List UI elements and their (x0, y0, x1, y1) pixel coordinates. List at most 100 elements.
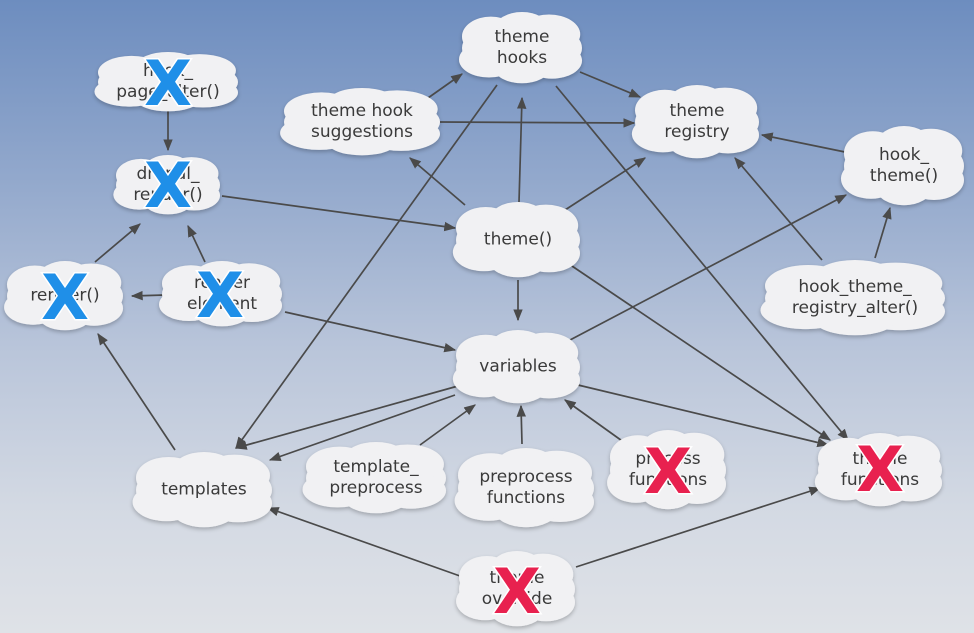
x-mark-theme-override: X (492, 555, 543, 628)
cloud-process-functions (607, 430, 726, 510)
arrow-variables-to-hook-theme (569, 194, 848, 341)
arrow-theme-hook-suggestions-to-theme-registry (439, 118, 636, 128)
arrow-drupal-render-to-theme (221, 195, 457, 232)
cloud-template-preprocess (302, 442, 446, 514)
arrow-templates-to-render (97, 333, 176, 451)
cloud-templates (132, 452, 272, 528)
edges (94, 71, 892, 577)
node-templates-line1: templates (161, 479, 247, 500)
arrow-theme-to-theme-hook-suggestions (409, 157, 466, 206)
cloud-hook-page-alter (94, 52, 238, 112)
node-render-line1: render() (30, 285, 100, 306)
arrow-hook-theme-registry-alter-to-hook-theme (874, 206, 892, 259)
arrow-theme-override-to-templates (266, 507, 461, 577)
node-drupal-render: drupal_ render() (88, 164, 248, 206)
node-theme-override: theme override (437, 568, 597, 610)
arrow-theme-to-theme-functions (565, 261, 831, 441)
node-template-preprocess-line1: template_ (333, 457, 419, 477)
arrow-variables-to-theme-functions (577, 384, 830, 448)
cloud-variables (452, 330, 580, 404)
node-render-element-line2: element (186, 294, 258, 314)
arrow-render-to-drupal-render (94, 223, 141, 263)
arrow-template-preprocess-to-variables (419, 404, 476, 446)
node-theme-hooks: theme hooks (442, 27, 602, 69)
node-hook-theme-registry-alter-line2: registry_alter() (791, 298, 919, 318)
node-render-element: render element (142, 273, 302, 315)
x-mark-theme-functions: X (855, 433, 906, 506)
arrow-theme-hook-suggestions-to-theme-hooks (427, 73, 463, 99)
node-template-preprocess: template_ preprocess (296, 457, 456, 499)
node-template-preprocess-line2: preprocess (329, 478, 423, 498)
cloud-drupal-render (113, 155, 220, 215)
arrow-theme-to-theme-hooks (516, 96, 527, 203)
x-mark-process-functions: X (643, 435, 694, 508)
node-theme-hooks-line1: theme (494, 27, 550, 47)
node-hook-theme: hook_ theme() (824, 145, 974, 187)
node-variables-line1: variables (479, 356, 557, 377)
cloud-preprocess-functions (454, 448, 594, 528)
cloud-theme-hook-suggestions (280, 88, 440, 156)
node-theme-hook-suggestions-line1: theme hook (311, 101, 413, 121)
x-mark-render-element: X (195, 259, 246, 332)
node-theme-functions: theme functions (800, 449, 960, 491)
cloud-render-element (159, 261, 282, 327)
cloud-theme-hooks (459, 12, 582, 84)
node-theme-hook-suggestions-line2: suggestions (311, 122, 413, 142)
arrow-theme-to-theme-registry (564, 157, 646, 211)
node-preprocess-functions-line2: functions (486, 488, 566, 508)
arrow-hook-theme-to-theme-registry (760, 132, 846, 153)
node-theme-registry-line1: theme (669, 101, 725, 121)
arrow-preprocess-functions-to-variables (516, 404, 527, 445)
node-theme-function-call: theme() (438, 230, 598, 251)
node-hook-page-alter-line2: page_alter() (116, 82, 220, 102)
node-theme-registry: theme registry (617, 101, 777, 143)
cloud-hook-theme (841, 126, 964, 206)
cloud-hook-theme-registry-alter (760, 260, 945, 336)
node-hook-theme-line1: hook_ (879, 145, 929, 165)
cloud-theme-registry (631, 85, 759, 159)
arrow-theme-hooks-to-templates (235, 84, 498, 449)
node-theme-functions-line2: functions (840, 470, 920, 490)
arrow-theme-override-to-theme-functions (575, 486, 822, 568)
node-process-functions-line1: process (635, 449, 701, 469)
cloud-theme-fn (452, 202, 580, 278)
arrow-variables-to-templates (234, 385, 459, 450)
arrow-render-element-to-variables (284, 311, 457, 353)
node-hook-theme-registry-alter: hook_theme_ registry_alter() (775, 277, 935, 319)
clouds (4, 12, 964, 627)
node-theme-hook-suggestions: theme hook suggestions (282, 101, 442, 143)
cloud-theme-override (456, 551, 575, 627)
x-mark-render: X (40, 261, 91, 334)
arrow-theme-hooks-to-theme-registry (579, 71, 642, 98)
arrow-hook-theme-registry-alter-to-theme-registry (734, 157, 823, 261)
node-process-functions: process functions (588, 449, 748, 491)
node-drupal-render-line2: render() (133, 185, 203, 205)
node-render-element-line1: render (193, 273, 251, 293)
arrow-theme-hooks-to-templates-2 (268, 394, 456, 461)
x-mark-drupal-render: X (143, 149, 194, 222)
arrow-theme-hooks-to-theme-functions (555, 85, 849, 441)
node-hook-theme-line2: theme() (869, 166, 939, 186)
node-hook-page-alter: hook_ page_alter() (88, 61, 248, 103)
cloud-render (4, 261, 123, 331)
arrow-render-element-to-drupal-render (187, 224, 206, 263)
node-theme-function-call-line1: theme() (483, 229, 553, 250)
node-theme-registry-line2: registry (664, 122, 730, 142)
node-theme-functions-line1: theme (852, 449, 908, 469)
node-hook-theme-registry-alter-line1: hook_theme_ (798, 277, 912, 297)
node-process-functions-line2: functions (628, 470, 708, 490)
node-theme-hooks-line2: hooks (496, 48, 548, 68)
node-theme-override-line1: theme (489, 568, 545, 588)
node-preprocess-functions: preprocess functions (446, 467, 606, 509)
node-preprocess-functions-line1: preprocess (479, 467, 573, 487)
arrow-render-element-to-render (130, 290, 166, 301)
node-theme-override-line2: override (481, 589, 553, 609)
node-render: render() (0, 286, 145, 307)
node-drupal-render-line1: drupal_ (136, 164, 200, 184)
x-mark-hook-page-alter: X (143, 47, 194, 120)
node-templates: templates (124, 480, 284, 501)
arrow-process-functions-to-variables (564, 399, 626, 444)
node-variables: variables (438, 357, 598, 378)
node-hook-page-alter-line1: hook_ (143, 61, 193, 81)
